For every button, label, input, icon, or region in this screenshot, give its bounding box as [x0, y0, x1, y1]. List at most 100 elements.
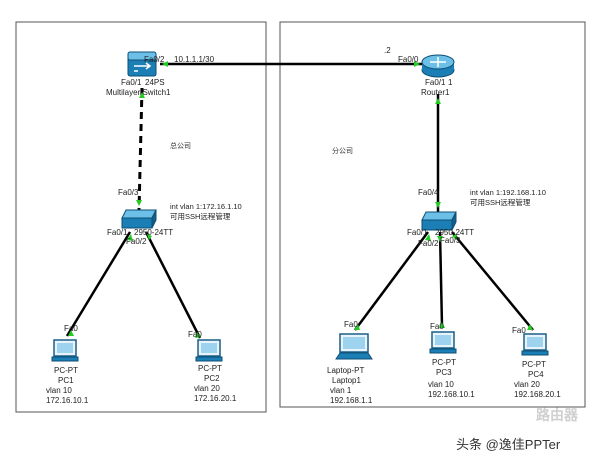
port-up-indicator — [127, 234, 133, 241]
switch-front — [121, 217, 153, 229]
link-status-indicators — [68, 61, 533, 338]
switch-side — [451, 211, 457, 231]
pc1-name-label: PC1 — [58, 376, 74, 385]
port-up-indicator — [136, 200, 142, 206]
port-up-indicator — [68, 330, 74, 336]
multilayer-switch-icon[interactable] — [127, 51, 157, 77]
port-up-indicator — [414, 61, 420, 67]
watermark-credit: 头条 @逸佳PPTer — [456, 437, 561, 452]
pc3-type-label: PC-PT — [432, 358, 456, 367]
pc4-port-label: Fa0 — [512, 326, 526, 335]
pc-base — [521, 350, 549, 356]
pc-base — [429, 348, 457, 354]
pc4-icon[interactable] — [521, 333, 549, 356]
branch-switch-up-port-label: Fa0/4 — [418, 188, 439, 197]
port-up-indicator — [435, 202, 441, 208]
branch-area-label: 分公司 — [332, 148, 353, 155]
laptop1-icon[interactable] — [335, 333, 373, 360]
pc2-type-label: PC-PT — [198, 364, 222, 373]
router-lan-port-label: Fa0/1 — [425, 78, 446, 87]
router-wan-port-label: Fa0/0 — [398, 55, 419, 64]
pc3-icon[interactable] — [429, 331, 457, 354]
mls-model-tag: 24PS — [145, 78, 165, 87]
port-up-indicator — [439, 322, 445, 328]
hq-switch-left-port-label: Fa0/1 — [107, 228, 128, 237]
pc1-ip-label: 172.16.10.1 — [46, 396, 89, 405]
pc4-vlan-label: vlan 20 — [514, 380, 540, 389]
pc-screen — [201, 343, 217, 353]
branch-switch-port3-label: Fa0/3 — [440, 236, 461, 245]
branch-switch-port1-label: Fa0/1 — [407, 228, 428, 237]
port-up-indicator — [354, 324, 360, 330]
mls-uplink-port-label: Fa0/2 — [144, 55, 165, 64]
pc3-vlan-label: vlan 10 — [428, 380, 454, 389]
mls-to-hq-switch-link[interactable] — [137, 87, 144, 211]
hq-switch-right-port-label: Fa0/2 — [126, 237, 147, 246]
pc3-name-label: PC3 — [436, 368, 452, 377]
hq-switch-up-port-label: Fa0/3 — [118, 188, 139, 197]
hq-switch-model-label: 2950-24TT — [134, 228, 174, 237]
pc1-icon[interactable] — [51, 339, 79, 362]
pc3-ip-label: 192.168.10.1 — [428, 390, 475, 399]
hq-area-frame — [15, 21, 267, 413]
hq-switch-to-pc1-link[interactable] — [65, 231, 132, 337]
router-arrows — [430, 57, 446, 67]
pc-base — [51, 356, 79, 362]
laptop-display — [343, 337, 365, 349]
laptop1-vlan-label: vlan 1 — [330, 386, 352, 395]
mls-down-port-label: Fa0/1 — [121, 78, 142, 87]
branch-switch-note-line2: 可用SSH远程管理 — [470, 198, 531, 207]
watermark-logo: 路由器 — [536, 407, 578, 423]
port-up-indicator — [437, 236, 443, 242]
wan-subnet-label: 10.1.1.1/30 — [174, 55, 215, 64]
pc4-type-label: PC-PT — [522, 360, 546, 369]
branch-switch-port2-label: Fa0/2 — [418, 239, 439, 248]
multilayer-switch-top — [127, 51, 157, 61]
laptop1-name-label: Laptop1 — [332, 376, 361, 385]
pc1-type-label: PC-PT — [54, 366, 78, 375]
pc4-name-label: PC4 — [528, 370, 544, 379]
port-up-indicator — [162, 61, 168, 67]
branch-switch-model-label: 2950-24TT — [435, 228, 475, 237]
pc4-ip-label: 192.168.20.1 — [514, 390, 561, 399]
port-up-indicator — [527, 324, 533, 330]
hq-area-label: 总公司 — [170, 143, 191, 150]
pc-screen — [435, 335, 451, 345]
port-up-indicator — [425, 234, 431, 241]
port-up-indicator — [435, 98, 441, 104]
branch-switch-icon[interactable] — [421, 211, 457, 231]
pc1-vlan-label: vlan 10 — [46, 386, 72, 395]
pc2-icon[interactable] — [195, 339, 223, 362]
switch-side — [151, 209, 157, 229]
port-up-indicator — [139, 92, 145, 98]
hq-switch-to-pc2-link[interactable] — [144, 231, 202, 339]
pc-screen — [57, 343, 73, 353]
branch-switch-to-pc3-link[interactable] — [438, 231, 444, 327]
branch-switch-note-line1: int vlan 1:192.168.1.10 — [470, 188, 546, 197]
pc2-name-label: PC2 — [204, 374, 220, 383]
router-name-label: Router1 — [421, 88, 450, 97]
branch-area-frame — [279, 21, 586, 408]
pc2-port-label: Fa0 — [188, 330, 202, 339]
mls-name-label: Multilayer Switch1 — [106, 88, 171, 97]
laptop1-port-label: Fa0 — [344, 320, 358, 329]
pc-base — [195, 356, 223, 362]
laptop1-type-label: Laptop-PT — [327, 366, 365, 375]
hq-switch-note-line2: 可用SSH远程管理 — [170, 212, 231, 221]
multilayer-switch-arrows — [134, 62, 152, 72]
hq-switch-icon[interactable] — [121, 209, 157, 229]
branch-switch-to-pc4-link[interactable] — [451, 231, 534, 331]
switch-top — [121, 209, 157, 219]
port-up-indicator — [147, 234, 152, 240]
pc2-ip-label: 172.16.20.1 — [194, 394, 237, 403]
pc1-port-label: Fa0 — [64, 324, 78, 333]
pc3-port-label: Fa0 — [430, 322, 444, 331]
pc-screen — [527, 337, 543, 347]
hq-switch-note-line1: int vlan 1:172.16.1.10 — [170, 202, 242, 211]
router-model-tag: 1 — [448, 78, 453, 87]
laptop-keyboard — [335, 352, 373, 360]
pc2-vlan-label: vlan 20 — [194, 384, 220, 393]
router-icon[interactable] — [421, 54, 455, 78]
branch-switch-to-laptop1-link[interactable] — [353, 231, 430, 331]
